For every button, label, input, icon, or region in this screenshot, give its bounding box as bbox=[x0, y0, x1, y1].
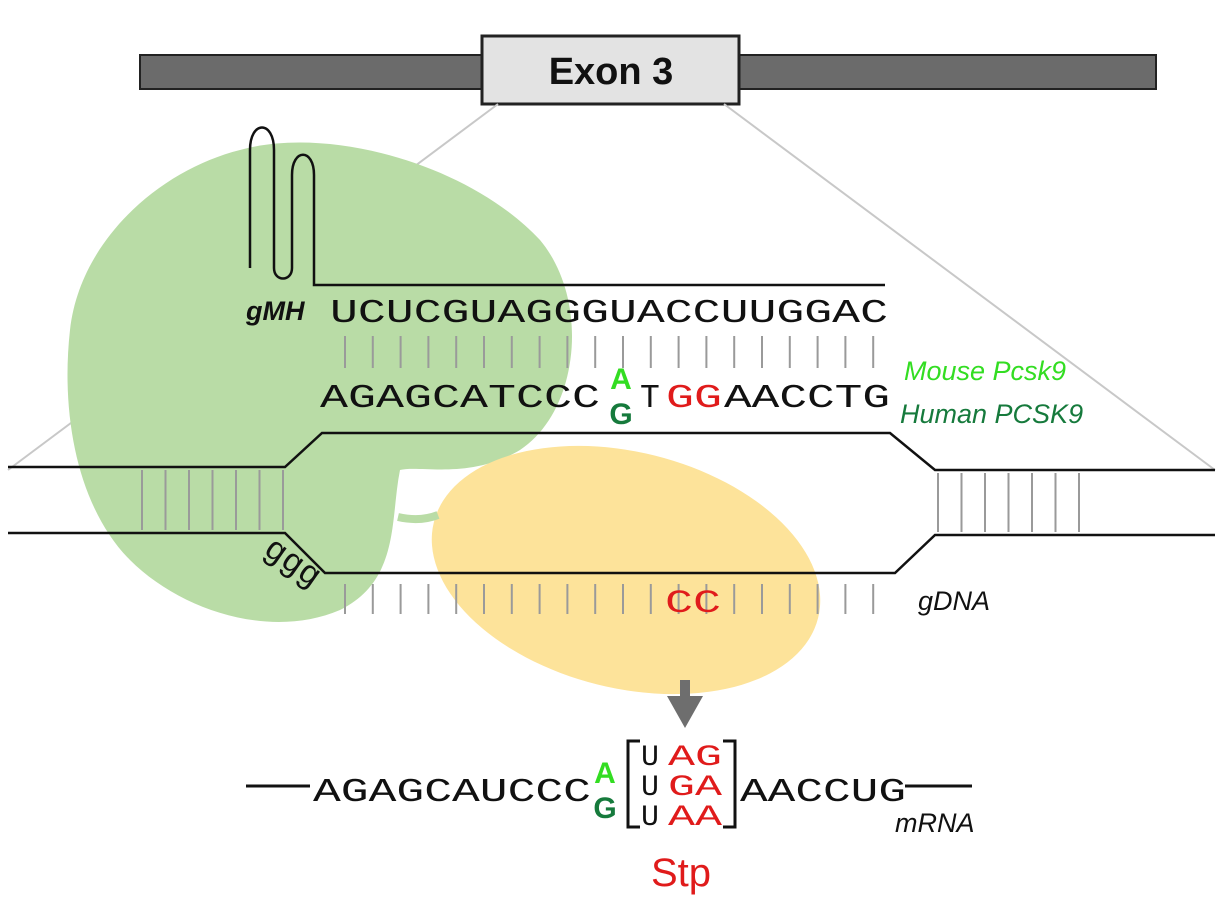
exon-label: Exon 3 bbox=[549, 51, 674, 93]
cas9-protein bbox=[67, 142, 573, 622]
guide-label: gMH bbox=[245, 296, 305, 326]
target-edited: GG bbox=[666, 380, 722, 417]
guide-basepair-ticks bbox=[344, 336, 875, 368]
target-variant-human: G bbox=[609, 398, 632, 431]
exon-box bbox=[480, 34, 741, 106]
target-variant-mouse: A bbox=[610, 363, 632, 396]
mouse-label: Mouse Pcsk9 bbox=[904, 356, 1066, 386]
codon-rest: AG bbox=[668, 741, 722, 775]
mrna-label: mRNA bbox=[895, 808, 975, 838]
guide-hairpin bbox=[248, 126, 885, 287]
duplex-rungs-left bbox=[141, 470, 284, 530]
codon-u: U bbox=[641, 771, 659, 805]
codon-rest: GA bbox=[668, 771, 722, 805]
stop-codon-uga: U GA bbox=[641, 771, 722, 805]
gdna-label: gDNA bbox=[918, 586, 990, 616]
gdna-ticks bbox=[344, 584, 875, 614]
gdna-edited: CC bbox=[665, 585, 721, 622]
deaminase-protein bbox=[431, 445, 821, 695]
stop-codon-uaa: U AA bbox=[641, 801, 722, 835]
zoom-line-right bbox=[723, 103, 1216, 471]
guide-sequence: UCUCGUAGGGUACCUUGGAC bbox=[330, 295, 888, 332]
target-prefix: AGAGCATCCC bbox=[320, 380, 600, 417]
mrna-variant-human: G bbox=[593, 792, 616, 825]
arrow-head-icon bbox=[667, 696, 703, 728]
target-suffix: AACCTG bbox=[724, 380, 890, 417]
mrna-prefix: AGAGCAUCCC bbox=[313, 774, 591, 811]
target-mid: T bbox=[640, 380, 660, 417]
mrna-variant-mouse: A bbox=[594, 757, 616, 790]
dna-bottom-strand bbox=[8, 531, 1215, 575]
codon-bracket-right bbox=[723, 739, 737, 829]
stop-codon-uag: U AG bbox=[641, 741, 722, 775]
stop-label: Stp bbox=[651, 851, 711, 895]
codon-bracket-left bbox=[626, 739, 640, 829]
human-label: Human PCSK9 bbox=[900, 399, 1083, 429]
codon-rest: AA bbox=[668, 801, 722, 835]
duplex-rungs-right bbox=[937, 473, 1080, 532]
arrow-shaft bbox=[680, 680, 690, 698]
codon-u: U bbox=[641, 801, 659, 835]
codon-u: U bbox=[641, 741, 659, 775]
linker bbox=[397, 511, 440, 524]
mrna-suffix: AACCUG bbox=[740, 774, 906, 811]
dna-top-strand bbox=[8, 431, 1215, 472]
